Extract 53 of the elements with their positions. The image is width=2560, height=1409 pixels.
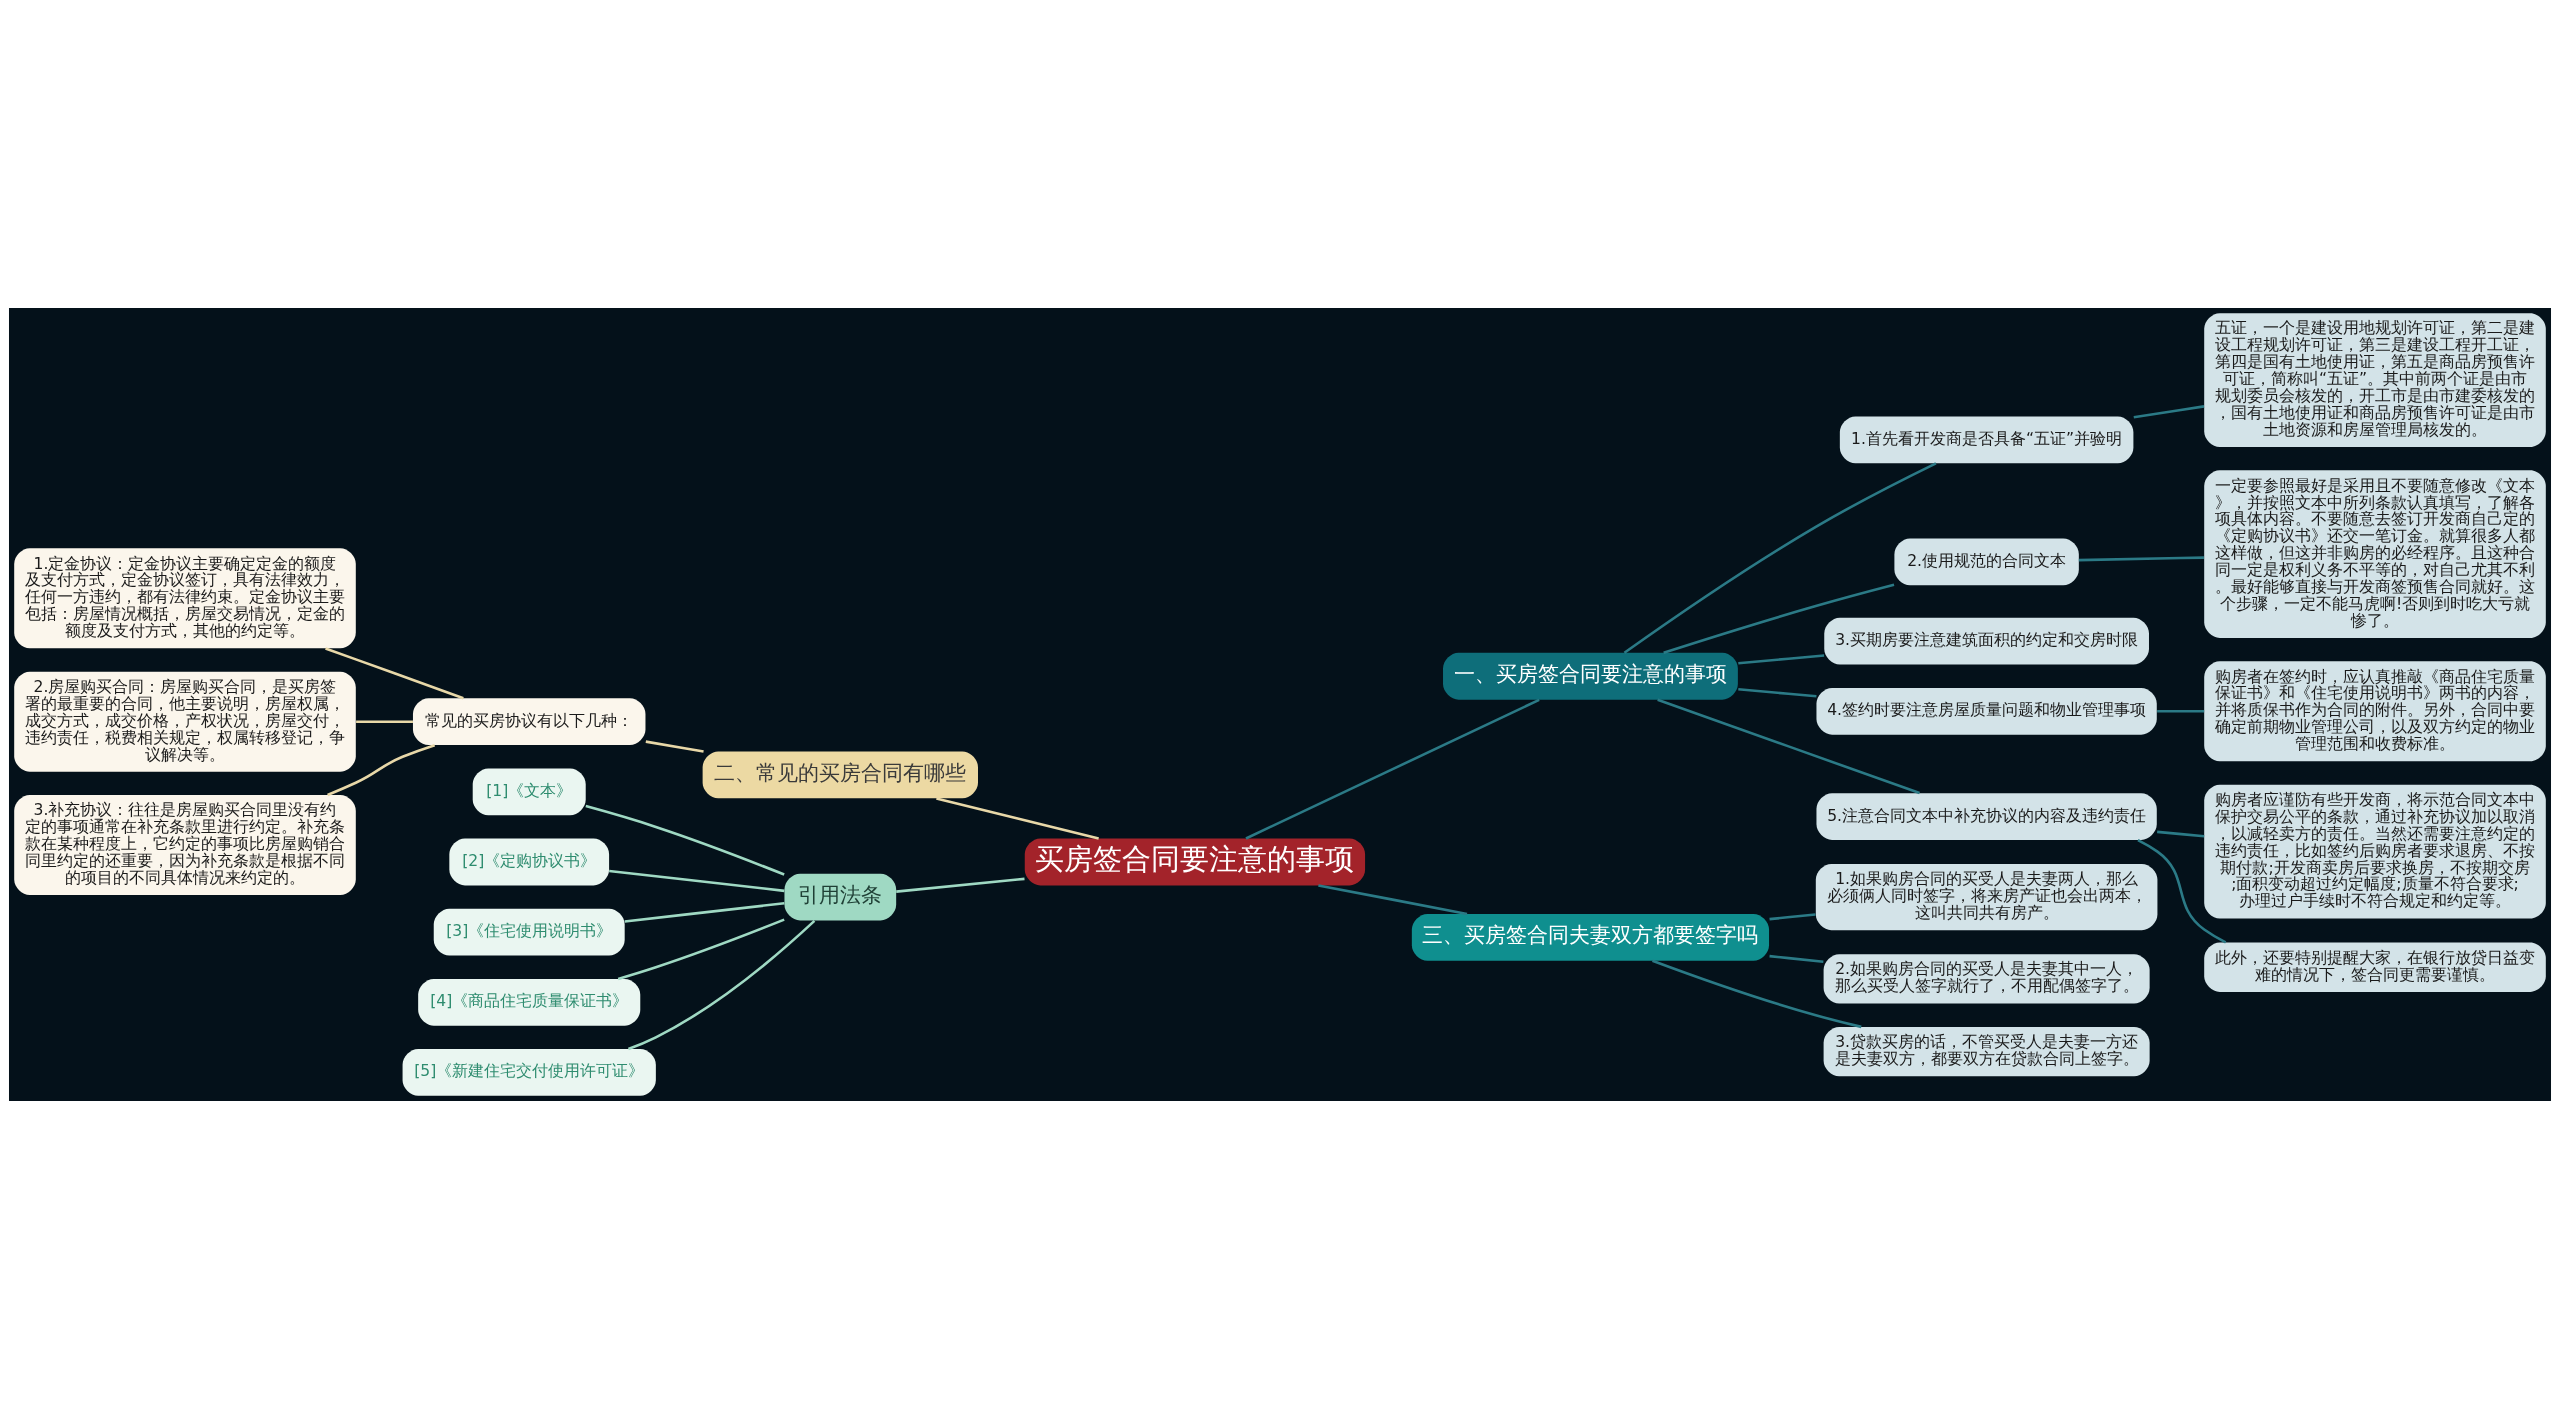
connector: [2133, 405, 2205, 419]
connector: [609, 869, 785, 893]
connector: [1663, 583, 1895, 654]
connector: [896, 877, 1025, 893]
connector: [1657, 698, 1920, 795]
node-box: 一、买房签合同要注意的事项: [1443, 652, 1738, 700]
connector: [1652, 959, 1862, 1029]
connector: [627, 919, 816, 1051]
connector: [2157, 710, 2205, 713]
node-box: 五证，一个是建设用地规划许可证，第二是建设工程规划许可证，第三是建设工程开工证，第四是国有土地使用证，第五是商品房预售许可证，简称叫“五证”。其中前两个证是由市规划委员会核发的，开工市是由市建委核发的，国有土地使用证和商品房预售许可证是由市土地资源和房屋管理局核发的。: [2204, 313, 2546, 447]
connector: [1623, 462, 1937, 654]
node-box: 2.房屋购买合同：房屋购买合同，是买房签署的最重要的合同，他主要说明，房屋权属，成交方式，成交价格，产权状况，房屋交付，违约责任，税费相关规定，权属转移登记，争议解决等。: [14, 671, 356, 772]
node-box: 购房者应谨防有些开发商，将示范合同文本中保护交易公平的条款，通过补充协议加以取消，以减轻卖方的责任。当然还需要注意约定的违约责任，比如签约后购房者要求退房、不按期付款;开发商卖房后要求换房，不按期交房;面积变动超过约定幅度;质量不符合要求;办理过户手续时不符合规定和约定等。: [2204, 784, 2546, 919]
connector: [1318, 884, 1468, 916]
node-box: 4.签约时要注意房屋质量问题和物业管理事项: [1816, 687, 2157, 735]
node-box: 引用法条: [784, 873, 897, 921]
connector: [2078, 556, 2204, 562]
node-box: [1]《文本》: [472, 768, 586, 816]
connector: [1245, 698, 1540, 840]
node-box: 5.注意合同文本中补充协议的内容及违约责任: [1816, 793, 2157, 840]
connector: [1769, 913, 1816, 921]
node-box: [2]《定购协议书》: [449, 838, 610, 886]
connector: [1738, 654, 1825, 665]
node-box: 1.如果购房合同的买受人是夫妻两人，那么必须俩人同时签字，将来房产证也会出两本，这叫共同共有房产。: [1815, 863, 2158, 931]
node-box: 3.买期房要注意建筑面积的约定和交房时限: [1824, 617, 2149, 665]
node-box: 二、常见的买房合同有哪些: [702, 751, 978, 799]
connector: [356, 720, 413, 723]
node-box: 2.使用规范的合同文本: [1894, 538, 2079, 586]
node-box: 3.补充协议：往往是房屋购买合同里没有约定的事项通常在补充条款里进行约定。补充条款在某种程度上，它约定的事项比房屋购销合同里约定的还重要，因为补充条款是根据不同的项目的不同具体情况来约定的。: [14, 795, 356, 896]
connector: [1769, 954, 1824, 964]
node-box: 常见的买房协议有以下几种：: [412, 698, 646, 746]
node-box: [3]《住宅使用说明书》: [433, 908, 625, 956]
node-box: 3.贷款买房的话，不管买受人是夫妻一方还是夫妻双方，都要双方在贷款合同上签字。: [1823, 1026, 2150, 1077]
node-box: 买房签合同要注意的事项: [1024, 838, 1366, 886]
connector: [585, 804, 785, 876]
connector: [617, 918, 785, 981]
connector: [325, 647, 464, 700]
node-box: 三、买房签合同夫妻双方都要签字吗: [1411, 913, 1770, 961]
node-box: 此外，还要特别提醒大家，在银行放贷日益变难的情况下，签合同更需要谨慎。: [2204, 942, 2546, 992]
connector: [1738, 688, 1817, 698]
node-box: 一定要参照最好是采用且不要随意修改《文本》，并按照文本中所列条款认真填写，了解各项具体内容。不要随意去签订开发商自己定的《定购协议书》还交一笔订金。就算很多人都这样做，但这并非购房的必经程序。且这种合同一定是权利义务不平等的，对自己尤其不利。最好能够直接与开发商签预售合同就好。这个步骤，一定不能马虎啊!否则到时吃大亏就惨了。: [2204, 470, 2546, 638]
node-box: 2.如果购房合同的买受人是夫妻其中一人，那么买受人签字就行了，不用配偶签字了。: [1823, 954, 2150, 1004]
connector: [645, 740, 704, 753]
node-box: [4]《商品住宅质量保证书》: [418, 978, 641, 1026]
connector: [2157, 830, 2205, 838]
node-box: 1.定金协议：定金协议主要确定定金的额度及支付方式，定金协议签订，具有法律效力，任何一方违约，都有法律约束。定金协议主要包括：房屋情况概括，房屋交易情况，定金的额度及支付方式，其他的约定等。: [14, 548, 356, 649]
node-box: [5]《新建住宅交付使用许可证》: [402, 1049, 656, 1096]
node-box: 购房者在签约时，应认真推敲《商品住宅质量保证书》和《住宅使用说明书》两书的内容，并将质保书作为合同的附件。另外，合同中要确定前期物业管理公司，以及双方约定的物业管理范围和收费标准。: [2204, 661, 2546, 762]
connector: [936, 797, 1099, 840]
connector: [327, 743, 436, 797]
node-box: 1.首先看开发商是否具备“五证”并验明: [1839, 416, 2134, 464]
connector: [2137, 838, 2227, 944]
connector: [624, 902, 785, 923]
